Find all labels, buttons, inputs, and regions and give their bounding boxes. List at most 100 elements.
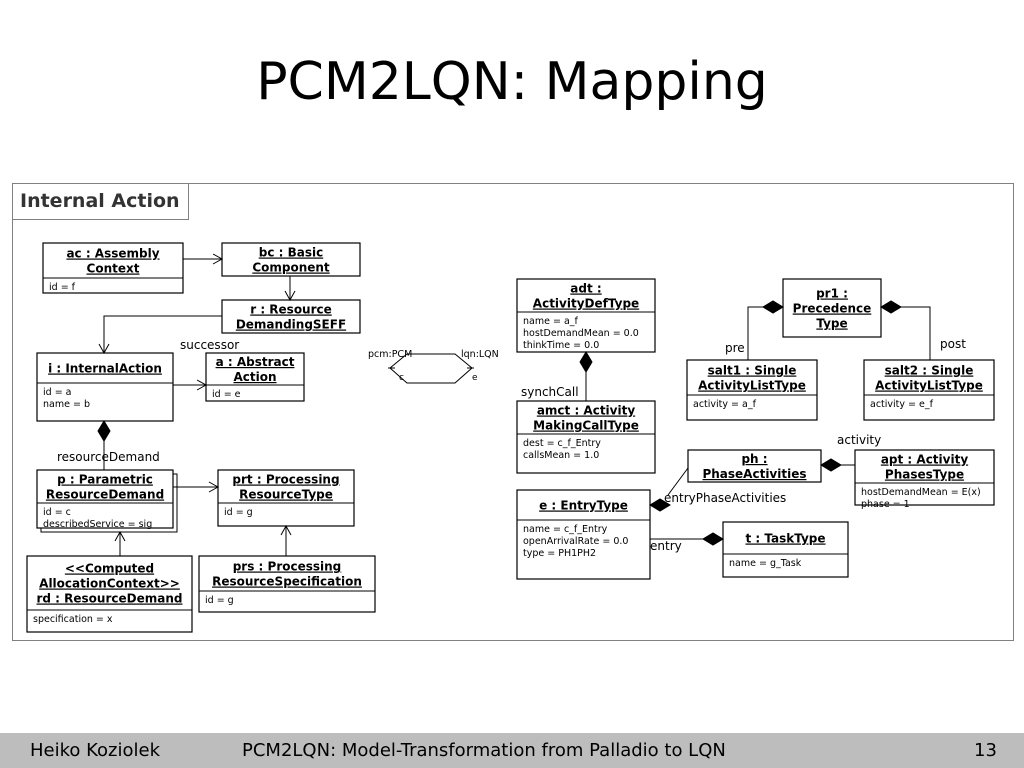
label-activity: activity	[837, 433, 881, 447]
object-attribute-e: openArrivalRate = 0.0	[523, 536, 628, 547]
object-title-bc: bc : Basic	[259, 246, 323, 260]
object-attribute-ac: id = f	[49, 282, 76, 293]
object-attribute-amct: dest = c_f_Entry	[523, 438, 601, 449]
object-title-apt: PhasesType	[885, 468, 964, 482]
object-attribute-adt: name = a_f	[523, 316, 579, 327]
link-e-ph-entryphaseactivities	[667, 467, 689, 496]
object-attribute-a: id = e	[212, 389, 241, 400]
object-attribute-apt: hostDemandMean = E(x)	[861, 487, 981, 498]
label-synchcall: synchCall	[521, 385, 579, 399]
transformation-source-label: pcm:PCM	[368, 349, 412, 360]
composition-diamond-icon	[880, 300, 902, 314]
object-title-apt: apt : Activity	[881, 453, 969, 467]
object-title-prt: prt : Processing	[232, 473, 339, 487]
object-title-ph: PhaseActivities	[702, 467, 806, 481]
label-entryphaseactivities: entryPhaseActivities	[664, 491, 786, 505]
object-title-i: i : InternalAction	[48, 362, 162, 376]
object-attribute-prt: id = g	[224, 507, 253, 518]
composition-diamond-icon	[649, 498, 671, 512]
object-attribute-rd: specification = x	[33, 614, 113, 625]
footer-page-number: 13	[974, 740, 997, 761]
object-title-r: DemandingSEFF	[236, 318, 346, 332]
label-pre: pre	[725, 341, 745, 355]
composition-diamond-icon	[579, 351, 593, 373]
link-pr1-salt1-pre	[747, 306, 763, 360]
transformation-target-label: lqn:LQN	[461, 349, 499, 360]
footer-talk-title: PCM2LQN: Model-Transformation from Palla…	[242, 740, 726, 761]
transformation-e-label: e	[472, 373, 478, 383]
object-attribute-prs: id = g	[205, 595, 234, 606]
composition-diamond-icon	[820, 458, 842, 472]
object-title-prs: ResourceSpecification	[212, 575, 362, 589]
object-title-salt1: ActivityListType	[698, 379, 806, 393]
arrowhead-icon	[98, 343, 110, 355]
diagram-tab-label: Internal Action	[20, 190, 180, 212]
object-title-amct: MakingCallType	[533, 419, 639, 433]
footer-author: Heiko Koziolek	[30, 740, 161, 761]
object-title-rd: <<Computed	[65, 562, 154, 576]
object-box-ph: ph :PhaseActivities	[687, 449, 822, 483]
object-attribute-adt: thinkTime = 0.0	[523, 340, 599, 351]
object-title-ac: Context	[87, 262, 140, 276]
object-title-pr1: Precedence	[793, 302, 872, 316]
object-title-rd: rd : ResourceDemand	[37, 592, 183, 606]
composition-diamond-icon	[702, 532, 724, 546]
object-attribute-adt: hostDemandMean = 0.0	[523, 328, 639, 339]
link-r-i	[103, 315, 222, 353]
object-title-a: a : Abstract	[216, 355, 295, 369]
object-title-r: r : Resource	[250, 303, 332, 317]
object-title-bc: Component	[252, 261, 330, 275]
object-title-ph: ph :	[741, 452, 767, 466]
object-title-salt2: ActivityListType	[875, 379, 983, 393]
object-attribute-p: id = c	[43, 507, 71, 518]
object-title-ac: ac : Assembly	[66, 247, 159, 261]
arrowhead-icon	[284, 290, 296, 302]
arrowhead-icon	[280, 524, 292, 536]
arrowhead-icon	[114, 530, 126, 542]
label-successor: successor	[180, 338, 239, 352]
object-title-t: t : TaskType	[745, 532, 825, 546]
object-attribute-salt1: activity = a_f	[693, 399, 757, 410]
object-title-p: ResourceDemand	[46, 488, 164, 502]
object-title-pr1: pr1 :	[816, 287, 848, 301]
label-entry: entry	[650, 539, 682, 553]
object-attribute-p: describedService = sig	[43, 519, 152, 530]
arrowhead-icon	[212, 253, 224, 265]
object-attribute-salt2: activity = e_f	[870, 399, 934, 410]
object-title-prt: ResourceType	[239, 488, 333, 502]
object-title-adt: adt :	[570, 282, 601, 296]
object-attribute-e: name = c_f_Entry	[523, 524, 608, 535]
footer-bar: Heiko Koziolek PCM2LQN: Model-Transforma…	[0, 733, 1024, 768]
object-title-p: p : Parametric	[57, 473, 153, 487]
object-title-prs: prs : Processing	[233, 560, 342, 574]
transformation-c-label: c	[399, 373, 404, 383]
slide-title: PCM2LQN: Mapping	[256, 52, 768, 112]
arrowhead-icon	[196, 379, 208, 391]
composition-diamond-icon	[762, 300, 784, 314]
object-attribute-i: id = a	[43, 387, 72, 398]
object-attribute-e: type = PH1PH2	[523, 548, 596, 559]
composition-diamond-icon	[97, 420, 111, 442]
object-title-salt1: salt1 : Single	[708, 364, 797, 378]
object-title-amct: amct : Activity	[537, 404, 636, 418]
label-post: post	[940, 337, 966, 351]
object-title-a: Action	[233, 370, 276, 384]
object-attribute-i: name = b	[43, 399, 90, 410]
object-attribute-apt: phase = 1	[861, 499, 910, 510]
diagram-tab: Internal Action	[12, 183, 189, 220]
